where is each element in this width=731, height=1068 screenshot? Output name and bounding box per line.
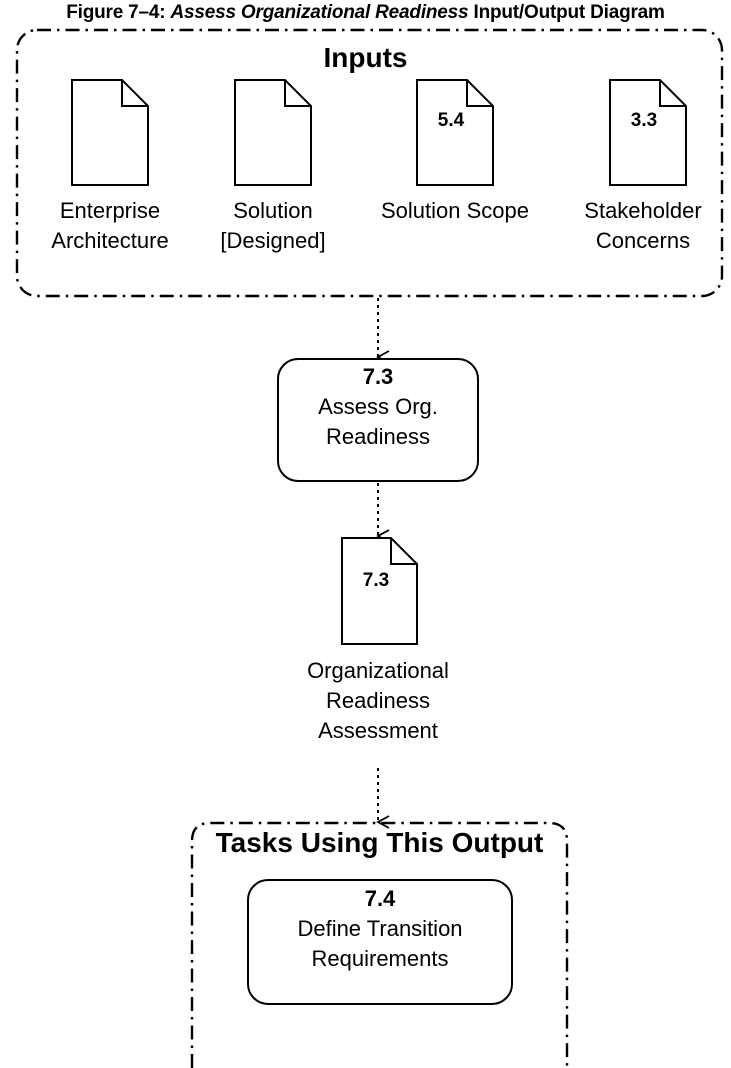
document-icon <box>234 79 312 186</box>
input-label-line: Concerns <box>595 228 691 253</box>
figure-title: Figure 7–4: Assess Organizational Readin… <box>0 2 731 24</box>
document-icon <box>71 79 149 186</box>
output-label-line: Assessment <box>318 718 438 743</box>
document-icon <box>341 537 418 645</box>
title-suffix: Input/Output Diagram <box>468 2 665 23</box>
output-label-line: Organizational <box>307 658 449 683</box>
task-box <box>277 358 479 482</box>
inputs-container <box>15 28 724 298</box>
input-label-line: Solution <box>233 198 313 223</box>
input-label-line: Stakeholder <box>584 198 702 223</box>
input-label: Solution Scope <box>360 196 550 226</box>
input-label: Enterprise Architecture <box>30 196 190 256</box>
output-label: Organizational Readiness Assessment <box>258 656 498 746</box>
output-label-line: Readiness <box>326 688 430 713</box>
next-task-number: 7.4 <box>364 886 396 911</box>
document-icon <box>416 79 494 186</box>
input-label-line: Enterprise <box>59 198 161 223</box>
input-doc-code: 5.4 <box>437 110 465 131</box>
title-italic: Assess Organizational Readiness <box>170 2 469 23</box>
input-doc-code: 3.3 <box>630 110 658 131</box>
input-label-line: [Designed] <box>220 228 326 253</box>
input-label: Stakeholder Concerns <box>563 196 723 256</box>
task-name-line: Assess Org. <box>318 394 438 419</box>
input-label-line: Architecture <box>51 228 169 253</box>
output-doc-code: 7.3 <box>362 570 390 591</box>
inputs-heading: Inputs <box>323 42 408 73</box>
task-name-line: Readiness <box>326 424 430 449</box>
next-task-name-line: Define Transition <box>297 916 463 941</box>
input-label-line: Solution Scope <box>381 198 529 223</box>
next-task-name-line: Requirements <box>311 946 449 971</box>
tasks-using-container <box>190 821 569 1068</box>
next-task-box <box>247 879 513 1005</box>
input-label: Solution [Designed] <box>193 196 353 256</box>
task-name: Assess Org. Readiness <box>278 392 478 452</box>
title-prefix: Figure 7–4: <box>66 2 171 23</box>
task-number: 7.3 <box>362 364 394 389</box>
next-task-name: Define Transition Requirements <box>248 914 512 974</box>
tasks-using-heading: Tasks Using This Output <box>215 827 544 858</box>
document-icon <box>609 79 687 186</box>
